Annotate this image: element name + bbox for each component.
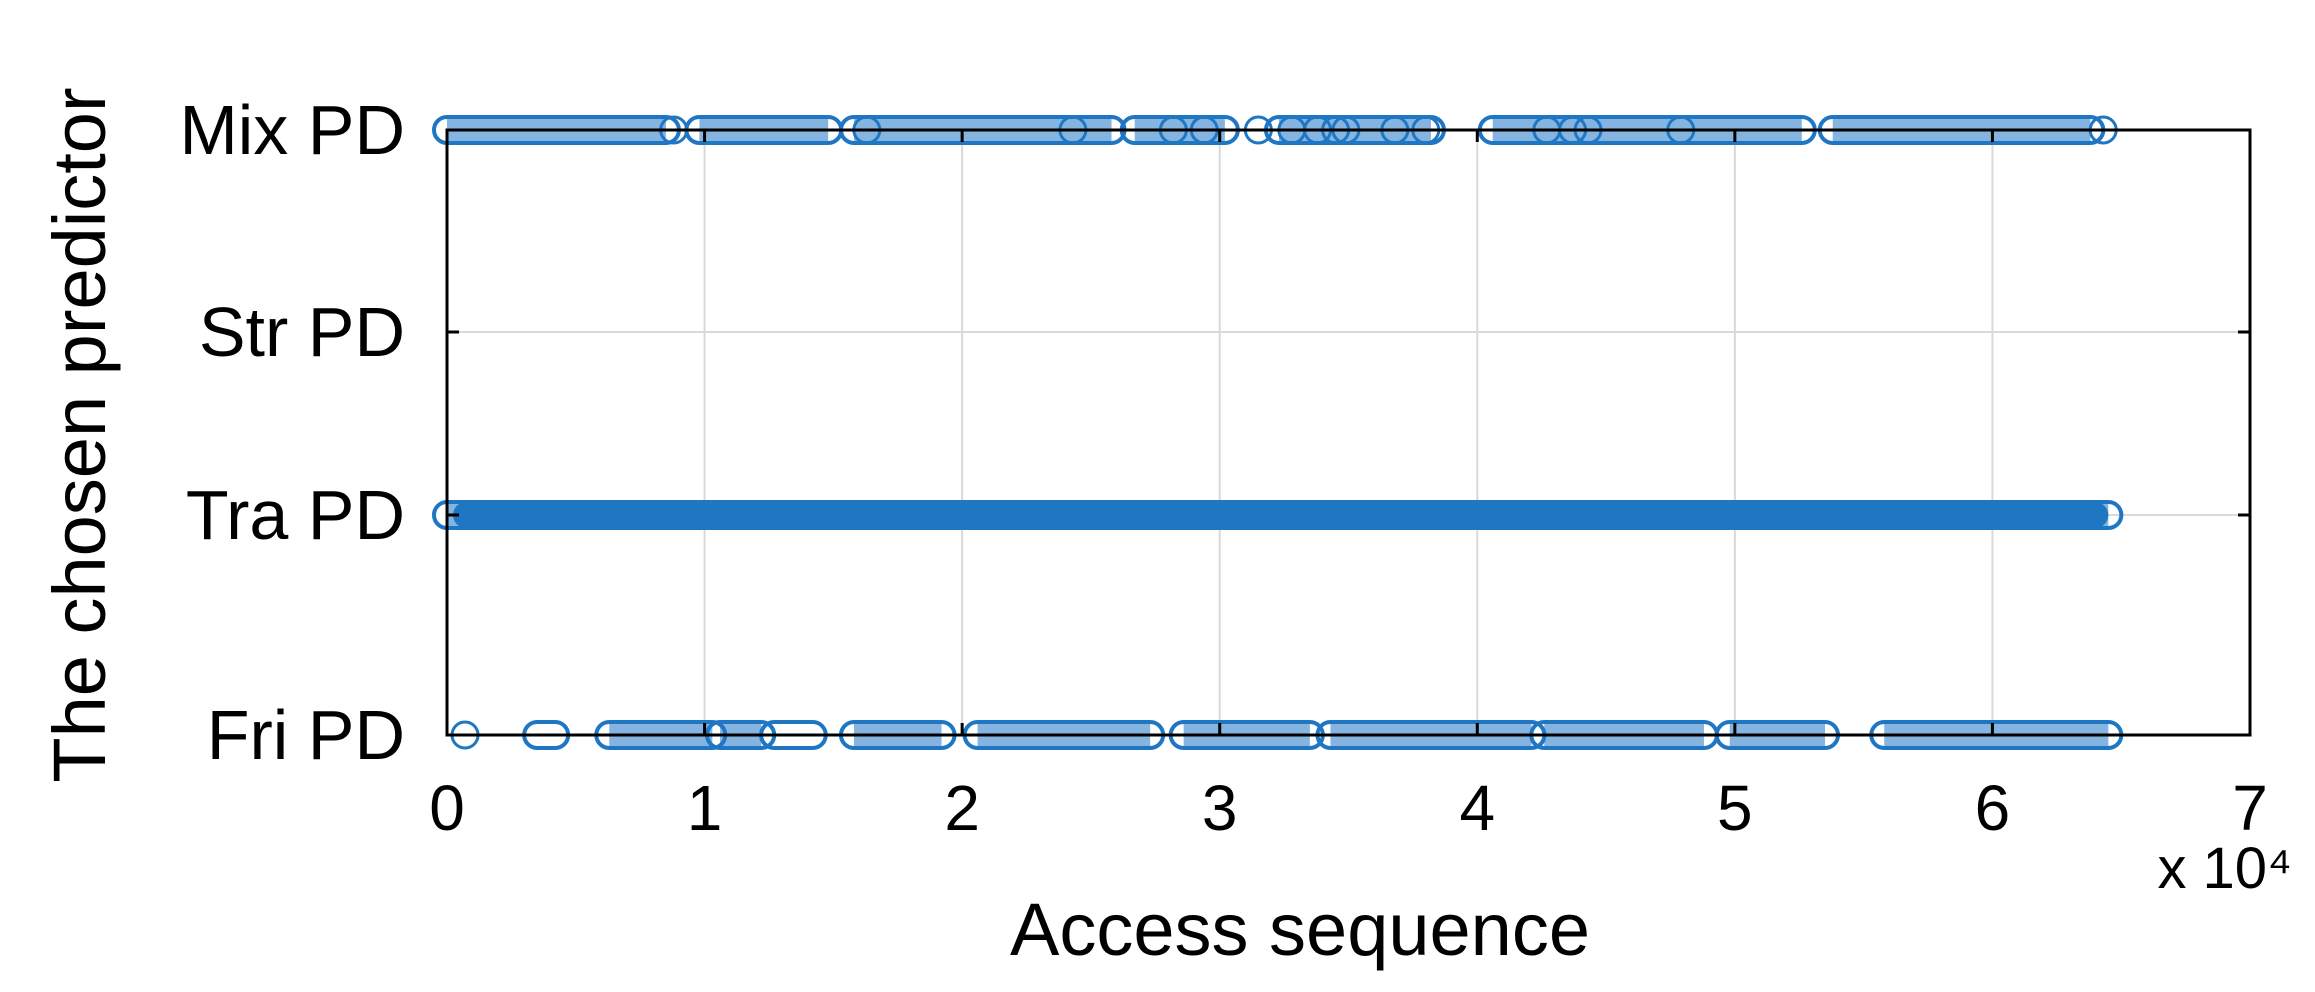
x-tick-label: 0 xyxy=(429,772,465,844)
x-multiplier-label: x 10⁴ xyxy=(2157,836,2292,901)
y-tick-label: Mix PD xyxy=(179,91,405,169)
x-tick-label: 2 xyxy=(944,772,980,844)
x-tick-label: 7 xyxy=(2232,772,2268,844)
y-axis-title: The chosen predictor xyxy=(38,87,121,782)
x-tick-label: 1 xyxy=(687,772,723,844)
x-tick-label: 4 xyxy=(1459,772,1495,844)
y-tick-label: Str PD xyxy=(199,293,405,371)
axes xyxy=(445,128,2252,737)
data-point-band xyxy=(453,502,2109,528)
y-tick-label: Tra PD xyxy=(186,476,405,554)
y-tick-label: Fri PD xyxy=(207,696,405,774)
axis-labels: 0 1 2 3 4 5 6 7 Fri PD Tra PD Str PD Mix PD x 10⁴ Acc… xyxy=(38,87,2292,971)
x-axis-title: Access sequence xyxy=(1010,888,1590,971)
plot-frame xyxy=(445,128,2252,737)
x-tick-label: 5 xyxy=(1717,772,1753,844)
x-tick-label: 6 xyxy=(1975,772,2011,844)
x-tick-label: 3 xyxy=(1202,772,1238,844)
data-points xyxy=(432,115,2124,750)
grid-lines xyxy=(446,129,2251,736)
